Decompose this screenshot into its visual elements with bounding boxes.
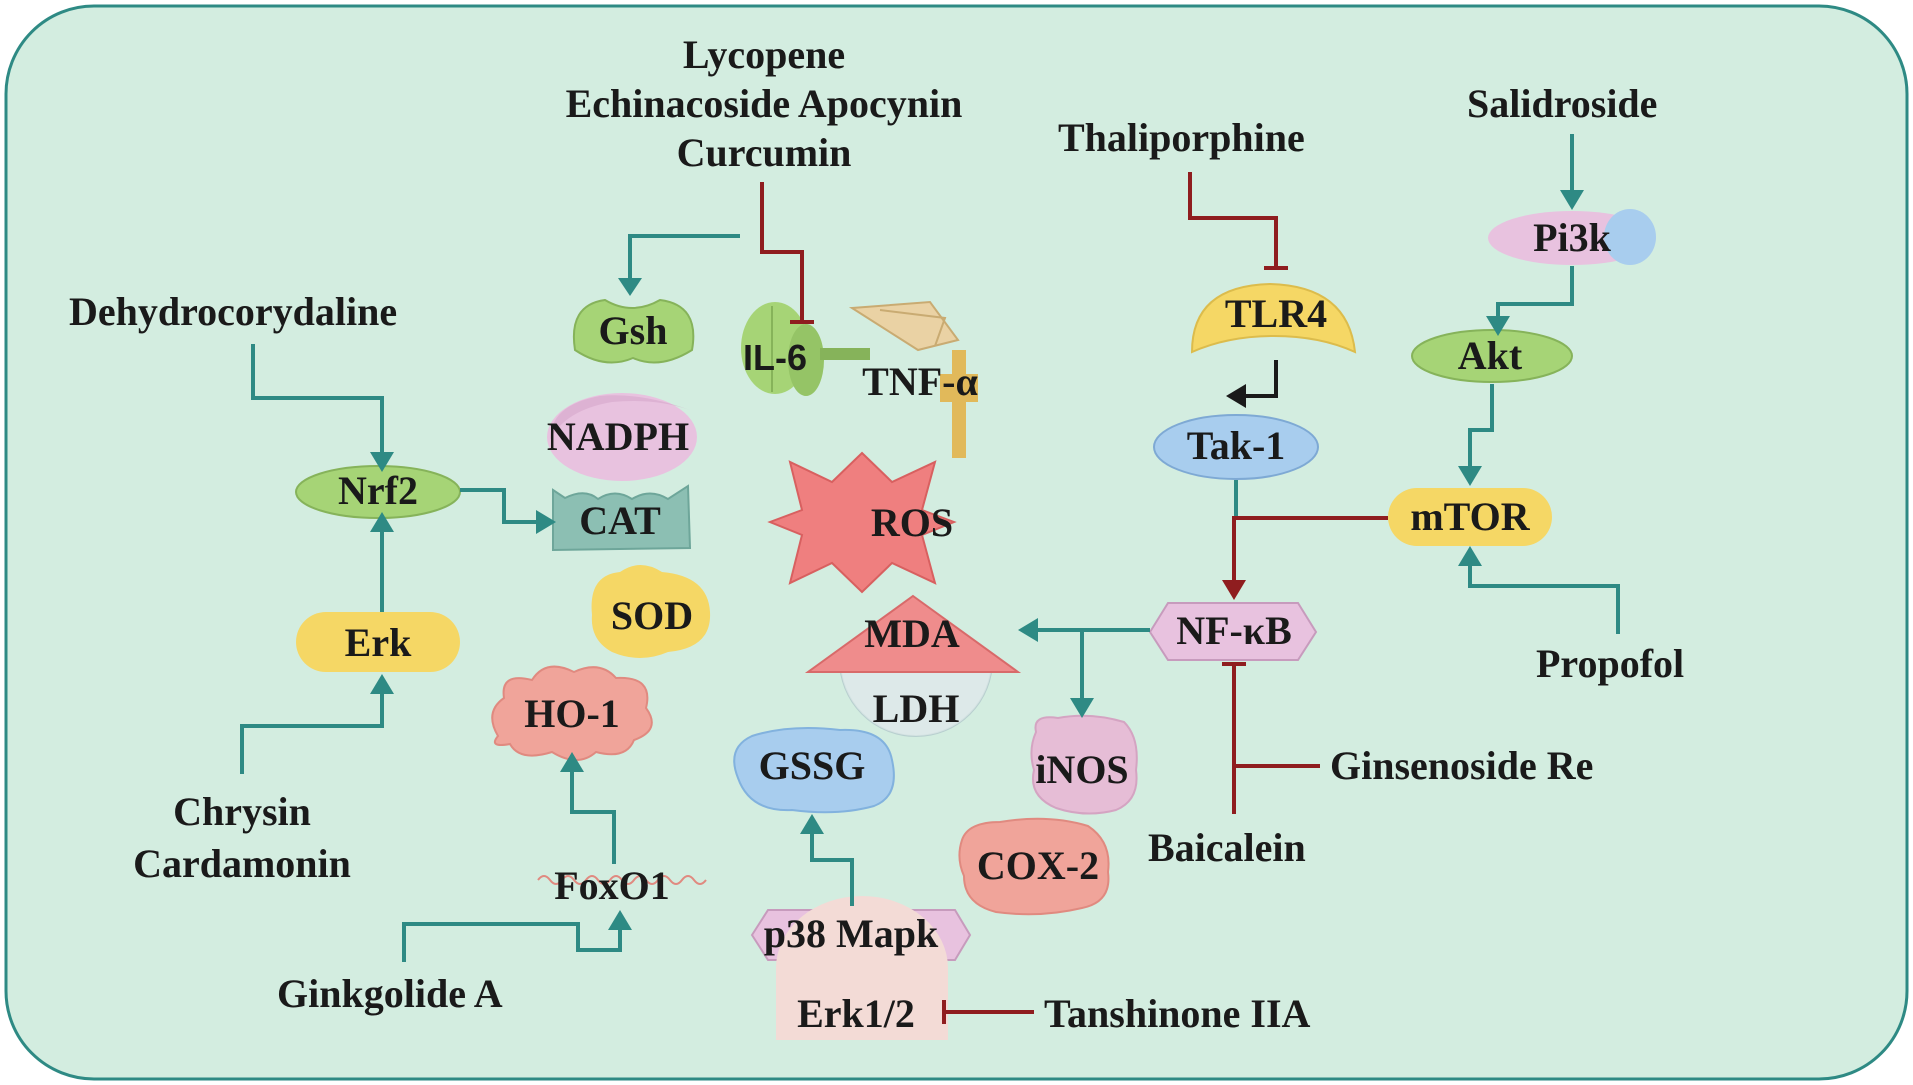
arrow-ginkgolide-foxo1 [402,922,622,962]
diagram-panel [4,4,1909,1081]
nrf2-label: Nrf2 [338,468,418,513]
ginkgolide-a-label: Ginkgolide A [277,971,503,1016]
inos-label: iNOS [1035,747,1129,792]
cox2-label: COX-2 [976,843,1100,888]
akt-shape [1411,329,1573,383]
erk12-shape [776,896,948,1040]
tnf-label: TNF-α [862,359,978,404]
chrysin-text: Chrysin [173,789,311,834]
gsh-label: Gsh [598,308,668,353]
cox2-shape [958,817,1110,916]
tnf-shape [848,300,960,352]
arrow-propofol-mtor [1468,566,1620,634]
arrow-chrysin-erk [240,694,384,774]
lycopene-text: Lycopene [682,32,846,77]
cardamonin-text: Cardamonin [133,841,351,886]
pi3k-label: Pi3k [1533,215,1611,260]
arrow-tlr4-tak1 [1246,360,1278,398]
mda-shape [804,594,1022,673]
ho1-label: HO-1 [524,691,620,736]
erk-shape [296,612,460,672]
echinacoside-apocynin-text: Echinacoside Apocynin [565,81,963,126]
thaliporphine-label: Thaliporphine [1058,115,1305,160]
arrow-mtor-nfkb [1232,516,1388,580]
cat-label: CAT [579,498,661,543]
baicalein-label: Baicalein [1148,825,1306,870]
arrow-nrf2-cat [460,488,536,524]
arrow-akt-mtor [1468,384,1494,466]
ros-label: ROS [870,500,954,545]
inhibit-lycopene-il6 [760,182,804,320]
tlr4-label: TLR4 [1224,291,1328,336]
mda-label: MDA [864,611,960,656]
sod-label: SOD [610,593,694,638]
curcumin-text: Curcumin [676,130,852,175]
tanshinone-iia-label: Tanshinone IIA [1044,991,1311,1036]
nfkb-shape [1148,602,1318,661]
foxo1-shape [537,875,707,885]
ldh-label: LDH [872,686,960,731]
erk-label: Erk [344,620,412,665]
chrysin-group-label: Chrysin Cardamonin [133,786,351,890]
arrow-dehydrocorydaline-nrf2 [251,344,384,452]
sod-shape [591,565,711,658]
gsh-shape [572,298,695,364]
gssg-shape [733,727,895,814]
gssg-label: GSSG [758,743,866,788]
mtor-shape [1388,488,1552,546]
ho1-shape [491,665,653,761]
tak1-shape [1153,414,1319,480]
arrow-pi3k-akt [1496,266,1574,316]
p38-label: p38 Mapk [763,911,939,956]
lycopene-group-label: Lycopene Echinacoside Apocynin Curcumin [566,30,963,177]
erk12-label: Erk1/2 [797,991,915,1036]
il6-label: IL-6 [742,337,808,378]
inhibit-thaliporphine-tlr4 [1188,172,1278,268]
foxo1-label: FoxO1 [554,863,670,908]
arrow-lycopene-gsh [628,234,740,278]
cat-shape [552,484,692,552]
salidroside-label: Salidroside [1467,81,1658,126]
inos-shape [1030,714,1138,815]
tak1-label: Tak-1 [1186,423,1286,468]
akt-label: Akt [1457,333,1523,378]
mtor-label: mTOR [1410,494,1530,539]
nfkb-label: NF-κB [1176,608,1292,653]
arrow-p38-gssg [810,834,854,906]
ginsenoside-re-label: Ginsenoside Re [1330,743,1594,788]
nadph-label: NADPH [546,414,690,459]
propofol-label: Propofol [1536,641,1685,686]
ros-shape [767,451,957,594]
dehydrocorydaline-label: Dehydrocorydaline [69,289,398,334]
tlr4-shape [1190,282,1357,354]
nadph-shape [547,393,697,481]
arrow-foxo1-ho1 [570,772,616,864]
